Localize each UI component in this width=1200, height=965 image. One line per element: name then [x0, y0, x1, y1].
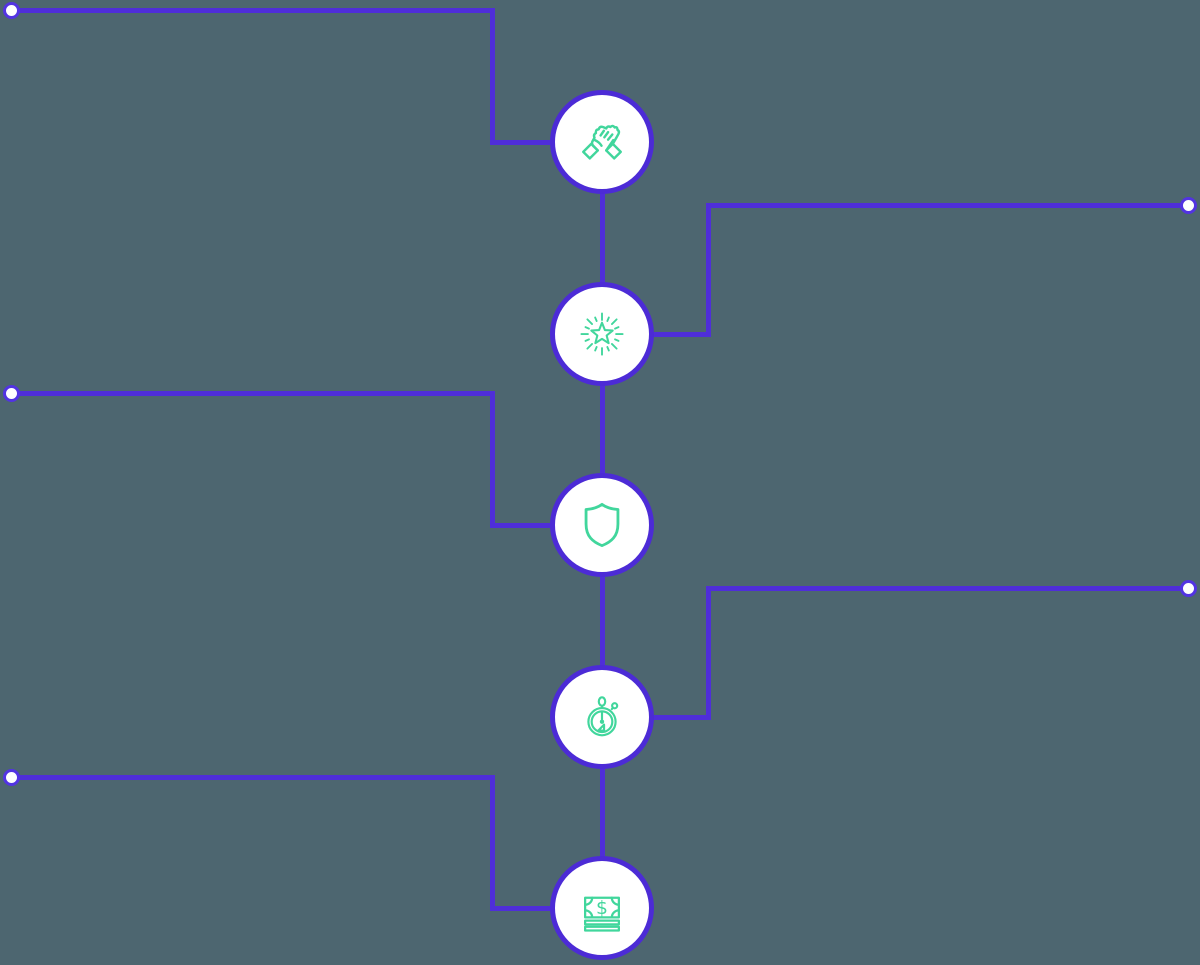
dollar-sign-glyph: $: [596, 898, 608, 919]
connector-segment: [489, 139, 602, 145]
connector-segment: [599, 334, 605, 525]
connector-segment: [602, 714, 710, 720]
shield-icon: [584, 502, 620, 548]
connector-segment: [602, 331, 710, 337]
endpoint-dot: [1179, 196, 1197, 214]
money-icon: $: [584, 896, 620, 932]
connector-segment: [599, 142, 605, 334]
connector-segment: [599, 717, 605, 908]
connector-segment: [705, 585, 1188, 591]
connector-segment: [11, 7, 495, 13]
stopwatch-icon: [587, 696, 619, 737]
node-starburst: [550, 282, 654, 386]
endpoint-dot: [1179, 579, 1197, 597]
connector-segment: [599, 525, 605, 717]
handshake-icon: [582, 124, 622, 160]
connector-segment: [489, 7, 495, 145]
connector-segment: [489, 522, 602, 528]
connector-segment: [489, 905, 602, 911]
node-stopwatch: [550, 665, 654, 769]
endpoint-dot: [2, 1, 20, 19]
connector-segment: [489, 390, 495, 528]
connector-segment: [705, 202, 711, 337]
node-shield: [550, 473, 654, 577]
connector-segment: [705, 202, 1188, 208]
endpoint-dot: [2, 768, 20, 786]
connector-segment: [11, 390, 495, 396]
connector-segment: [11, 774, 495, 780]
node-handshake: [550, 90, 654, 194]
endpoint-dot: [2, 384, 20, 402]
node-money: $: [550, 856, 654, 960]
starburst-icon: [580, 312, 624, 356]
connector-segment: [705, 585, 711, 720]
connector-segment: [489, 774, 495, 911]
